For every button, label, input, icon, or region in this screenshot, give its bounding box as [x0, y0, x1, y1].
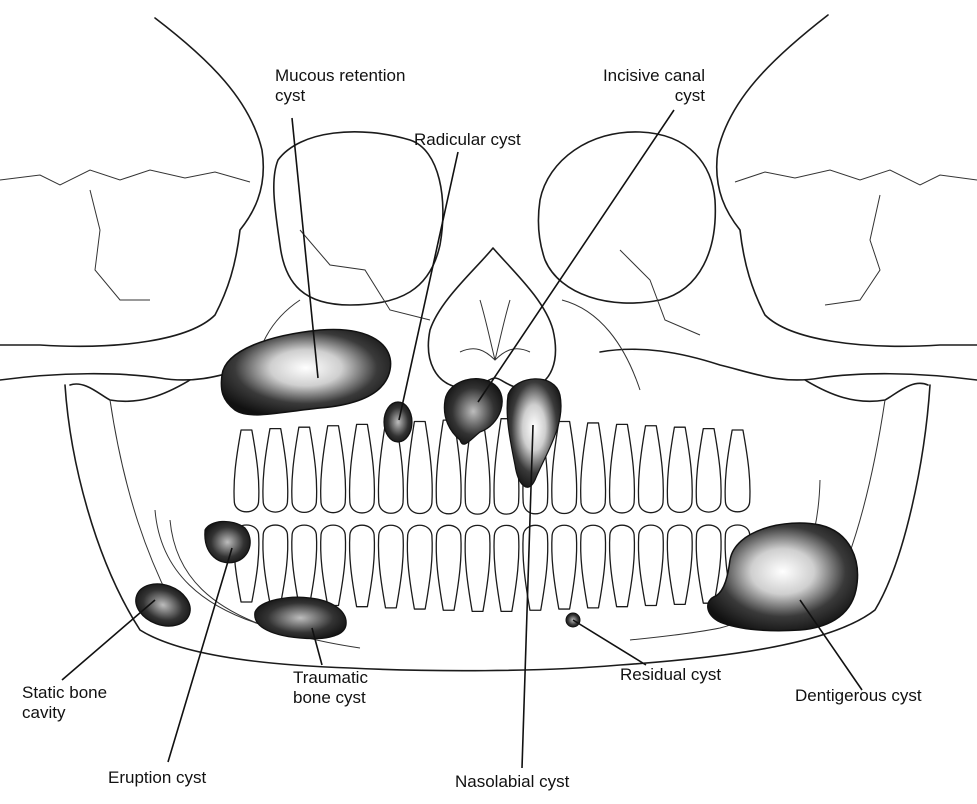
- label-incisive-canal-line1: Incisive canal: [575, 66, 705, 86]
- lower-tooth-16: [696, 525, 721, 603]
- label-eruption-cyst: Eruption cyst: [108, 768, 206, 788]
- leader-static-bone: [62, 600, 155, 680]
- static-bone-cavity-shape: [130, 577, 196, 634]
- lower-tooth-12: [581, 525, 606, 608]
- lower-tooth-13: [610, 525, 635, 607]
- lower-tooth-9: [494, 525, 519, 611]
- label-mucous-retention-line2: cyst: [275, 86, 405, 106]
- label-dentigerous-line1: Dentigerous cyst: [795, 686, 922, 706]
- lower-tooth-11: [552, 525, 577, 609]
- upper-tooth-2: [292, 427, 317, 512]
- label-nasolabial-line1: Nasolabial cyst: [455, 772, 569, 792]
- upper-tooth-1: [263, 429, 288, 513]
- lower-tooth-1: [263, 525, 288, 603]
- label-eruption-line1: Eruption cyst: [108, 768, 206, 788]
- upper-tooth-12: [581, 423, 606, 513]
- upper-tooth-15: [667, 427, 692, 512]
- radicular-cyst-shape: [384, 402, 412, 442]
- lower-tooth-4: [350, 525, 375, 607]
- label-dentigerous-cyst: Dentigerous cyst: [795, 686, 922, 706]
- lower-tooth-8: [465, 525, 490, 611]
- lower-tooth-15: [667, 525, 692, 604]
- leader-eruption: [168, 548, 232, 762]
- label-residual-cyst: Residual cyst: [620, 665, 721, 685]
- lower-tooth-6: [407, 525, 432, 609]
- leader-incisive-canal: [478, 110, 674, 402]
- label-static-bone-cavity: Static bone cavity: [22, 683, 107, 723]
- upper-tooth-0: [234, 430, 259, 512]
- label-traumatic-bone-line2: bone cyst: [293, 688, 368, 708]
- leader-residual: [573, 620, 646, 665]
- label-mucous-retention-cyst: Mucous retention cyst: [275, 66, 405, 106]
- upper-tooth-6: [407, 422, 432, 514]
- label-radicular-cyst: Radicular cyst: [414, 130, 521, 150]
- upper-tooth-16: [696, 429, 721, 513]
- lower-tooth-10: [523, 525, 548, 610]
- label-static-bone-line2: cavity: [22, 703, 107, 723]
- upper-tooth-4: [350, 424, 375, 513]
- label-mucous-retention-line1: Mucous retention: [275, 66, 405, 86]
- upper-tooth-3: [321, 426, 346, 513]
- upper-tooth-17: [725, 430, 750, 512]
- eruption-cyst-shape: [205, 521, 250, 562]
- label-traumatic-bone-cyst: Traumatic bone cyst: [293, 668, 368, 708]
- upper-teeth: [234, 419, 750, 514]
- upper-tooth-13: [610, 424, 635, 513]
- lower-tooth-2: [292, 525, 317, 604]
- label-traumatic-bone-line1: Traumatic: [293, 668, 368, 688]
- label-incisive-canal-line2: cyst: [575, 86, 705, 106]
- label-static-bone-line1: Static bone: [22, 683, 107, 703]
- label-residual-line1: Residual cyst: [620, 665, 721, 685]
- label-radicular-line1: Radicular cyst: [414, 130, 521, 150]
- lower-tooth-3: [321, 525, 346, 605]
- lower-tooth-7: [436, 525, 461, 610]
- leader-radicular: [399, 152, 458, 420]
- upper-tooth-14: [638, 426, 663, 513]
- lower-tooth-5: [378, 525, 403, 608]
- mucous-retention-cyst-shape: [221, 329, 390, 414]
- label-incisive-canal-cyst: Incisive canal cyst: [575, 66, 705, 106]
- lower-tooth-14: [638, 525, 663, 605]
- label-nasolabial-cyst: Nasolabial cyst: [455, 772, 569, 792]
